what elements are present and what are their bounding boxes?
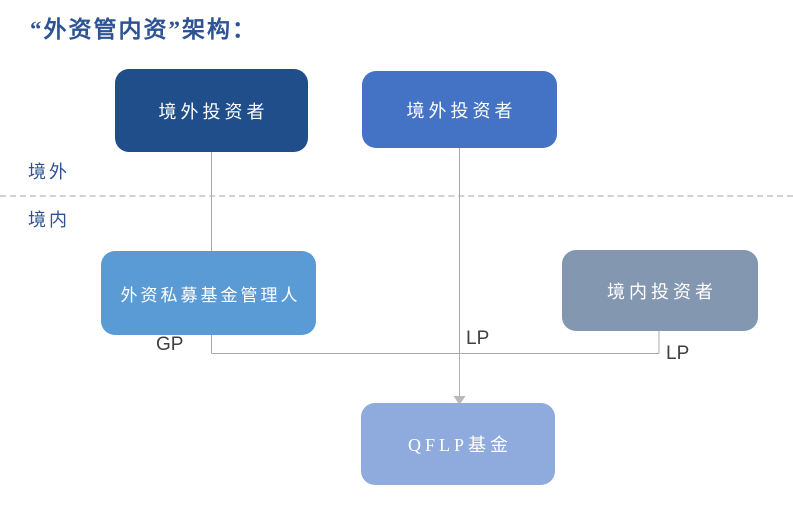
- edge-label-lp-center: LP: [466, 328, 490, 349]
- node-offshore-investor-right-label: 境外投资者: [406, 100, 517, 121]
- arrow-head-icon: [453, 396, 466, 405]
- node-offshore-investor-right: 境外投资者: [362, 71, 557, 148]
- node-offshore-investor-left-label: 境外投资者: [158, 101, 269, 122]
- node-offshore-investor-left: 境外投资者: [115, 69, 308, 152]
- edge-label-lp-right: LP: [666, 343, 690, 364]
- node-qflp-fund: QFLP基金: [361, 403, 555, 485]
- edge-label-gp: GP: [156, 334, 184, 355]
- node-foreign-pe-manager: 外资私募基金管理人: [101, 251, 316, 335]
- region-label-offshore: 境外: [28, 162, 70, 182]
- diagram-title: “外资管内资”架构：: [30, 17, 257, 42]
- region-label-onshore: 境内: [28, 210, 70, 230]
- node-foreign-pe-manager-label: 外资私募基金管理人: [120, 285, 301, 305]
- node-domestic-investor: 境内投资者: [562, 250, 758, 331]
- node-qflp-fund-label: QFLP基金: [407, 435, 512, 455]
- offshore-onshore-divider-line: [0, 195, 793, 197]
- node-domestic-investor-label: 境内投资者: [607, 281, 717, 302]
